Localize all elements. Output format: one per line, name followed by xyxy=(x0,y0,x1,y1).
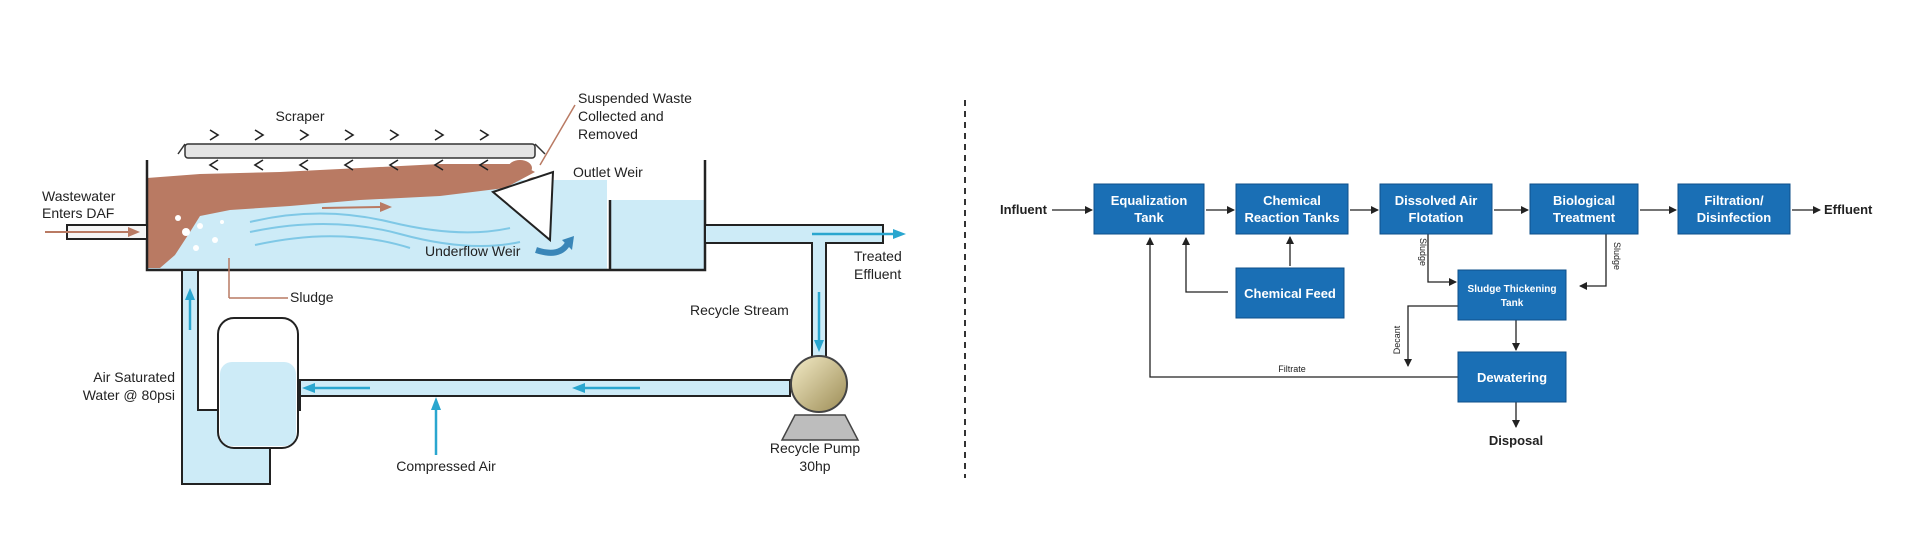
recycle-pipe xyxy=(181,269,791,485)
scraper-flights xyxy=(208,129,490,171)
underflow-weir-baffle xyxy=(490,170,555,243)
label-effluent: Effluent xyxy=(1824,202,1873,217)
label-outlet-weir: Outlet Weir xyxy=(573,164,643,180)
box-chemical-reaction-tanks xyxy=(1235,183,1349,235)
label-sludge: Sludge xyxy=(290,289,334,305)
daf-schematic: Scraper Suspended Waste Collected and Re… xyxy=(42,90,906,485)
text-chemical-reaction-2: Reaction Tanks xyxy=(1244,210,1339,225)
text-dissolved-air-2: Flotation xyxy=(1409,210,1464,225)
text-equalization-1: Equalization xyxy=(1111,193,1188,208)
box-equalization-tank xyxy=(1093,183,1205,235)
text-biological-2: Treatment xyxy=(1553,210,1616,225)
label-suspended-waste-1: Suspended Waste xyxy=(578,90,692,106)
label-suspended-waste-2: Collected and xyxy=(578,108,664,124)
label-disposal: Disposal xyxy=(1489,433,1543,448)
suspended-waste-blob xyxy=(508,160,532,176)
box-dissolved-air-flotation xyxy=(1379,183,1493,235)
flow-streaks xyxy=(249,212,521,249)
text-sludge-thickening-2: Tank xyxy=(1501,298,1524,309)
underflow-arrow xyxy=(535,241,571,256)
text-chemical-reaction-1: Chemical xyxy=(1263,193,1321,208)
box-sludge-thickening-tank xyxy=(1457,269,1567,321)
process-flow: Equalization Tank Chemical Reaction Tank… xyxy=(1000,183,1873,448)
label-wastewater-2: Enters DAF xyxy=(42,205,114,221)
recycle-pump xyxy=(790,355,848,413)
text-dewatering: Dewatering xyxy=(1477,370,1547,385)
text-filtration-2: Disinfection xyxy=(1697,210,1771,225)
box-chemical-feed xyxy=(1235,267,1345,319)
surface-flow-arrow xyxy=(321,206,381,209)
box-biological-treatment xyxy=(1529,183,1639,235)
label-recycle-pump-1: Recycle Pump xyxy=(770,440,860,456)
label-recycle-stream: Recycle Stream xyxy=(690,302,789,318)
edge-label-sludge-right: Sludge xyxy=(1612,242,1622,270)
label-scraper: Scraper xyxy=(275,108,324,124)
air-bubbles xyxy=(175,215,224,251)
label-wastewater-1: Wastewater xyxy=(42,188,116,204)
pump-base xyxy=(780,414,860,441)
recycle-flow-arrows xyxy=(188,300,640,390)
text-biological-1: Biological xyxy=(1553,193,1615,208)
box-dewatering xyxy=(1457,351,1567,403)
label-influent: Influent xyxy=(1000,202,1048,217)
edge-label-decant: Decant xyxy=(1392,325,1402,354)
outlet-chamber-water xyxy=(610,200,705,270)
sludge-blanket xyxy=(147,164,535,268)
effluent-pipe xyxy=(704,224,884,359)
text-filtration-1: Filtration/ xyxy=(1704,193,1764,208)
label-treated-effluent-2: Effluent xyxy=(854,266,901,282)
edge-label-filtrate: Filtrate xyxy=(1278,364,1306,374)
label-recycle-pump-2: 30hp xyxy=(799,458,830,474)
label-treated-effluent-1: Treated xyxy=(854,248,902,264)
text-equalization-2: Tank xyxy=(1134,210,1164,225)
label-air-saturated-2: Water @ 80psi xyxy=(83,387,175,403)
text-dissolved-air-1: Dissolved Air xyxy=(1395,193,1478,208)
edge-label-sludge-left: Sludge xyxy=(1418,238,1428,266)
box-filtration-disinfection xyxy=(1677,183,1791,235)
scraper-bar xyxy=(184,143,536,159)
text-chemical-feed: Chemical Feed xyxy=(1244,286,1336,301)
label-underflow-weir: Underflow Weir xyxy=(425,243,521,259)
label-air-saturated-1: Air Saturated xyxy=(93,369,175,385)
text-sludge-thickening-1: Sludge Thickening xyxy=(1468,284,1557,295)
label-suspended-waste-3: Removed xyxy=(578,126,638,142)
label-compressed-air: Compressed Air xyxy=(396,458,496,474)
tank-walls xyxy=(145,160,707,272)
